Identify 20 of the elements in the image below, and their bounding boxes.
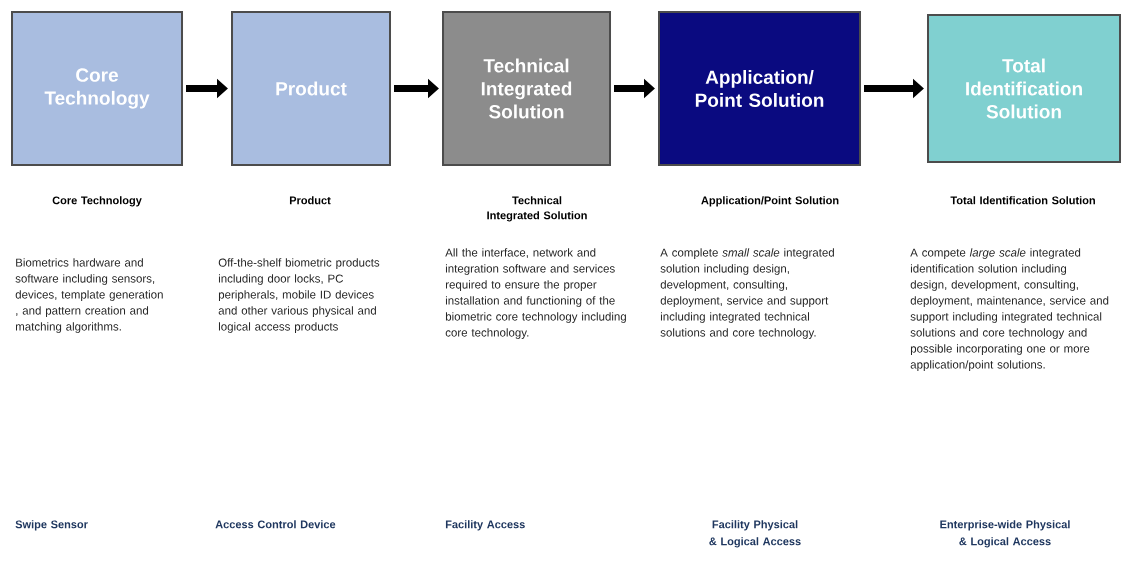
example-label: Enterprise-wide Physical & Logical Access bbox=[940, 520, 1070, 548]
description: All the interface, network and integration software and services required to ensure the proper installation and functioning of the biometric core technology including core technology. bbox=[445, 248, 626, 339]
column-heading: Technical Integrated Solution bbox=[487, 196, 587, 222]
column-heading: Total Identification Solution bbox=[950, 196, 1095, 205]
example-label: Facility Physical & Logical Access bbox=[709, 520, 801, 548]
description: Biometrics hardware and software including sensors, devices, template generation , and pattern creation and matching algorithms. bbox=[15, 258, 163, 333]
description: A compete large scale integrated identification solution including design, development, consulting, deployment, maintenance, service and support including integrated technical solutions and core technology and possible incorporating one or more application/point solutions. bbox=[910, 248, 1109, 371]
example-label: Access Control Device bbox=[215, 520, 336, 529]
column-heading: Application/Point Solution bbox=[701, 196, 839, 207]
example-label: Swipe Sensor bbox=[15, 520, 88, 531]
column-heading: Product bbox=[289, 196, 331, 205]
example-label: Facility Access bbox=[445, 520, 525, 531]
stage-box: Application/ Point Solution bbox=[658, 11, 861, 166]
stage-box: Technical Integrated Solution bbox=[442, 11, 611, 166]
stage-box: Total Identification Solution bbox=[927, 14, 1121, 163]
description: A complete small scale integrated solution including design, development, consulting, deployment, service and support including integrated technical solutions and core technology. bbox=[660, 248, 834, 339]
column-heading: Core Technology bbox=[52, 196, 142, 207]
stage-box: Core Technology bbox=[11, 11, 183, 166]
description: Off-the-shelf biometric products including door locks, PC peripherals, mobile ID devices and other various physical and logical access products bbox=[218, 258, 380, 333]
stage-box: Product bbox=[231, 11, 391, 166]
